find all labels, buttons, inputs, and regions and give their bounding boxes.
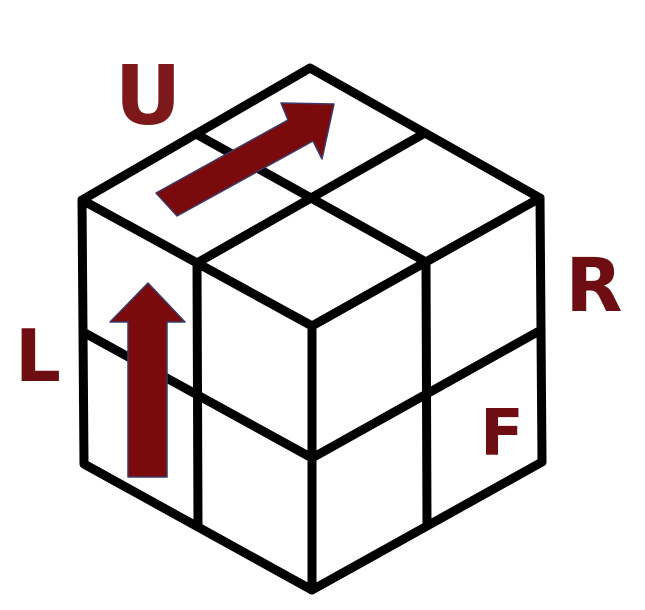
arrow-icon-up-face <box>155 102 335 217</box>
label-left: L <box>15 314 61 398</box>
label-up: U <box>115 49 182 144</box>
arrow-icon-left-face <box>109 282 186 478</box>
label-front: F <box>480 397 524 471</box>
label-right: R <box>566 243 623 329</box>
top-grid-line-b <box>192 128 430 268</box>
cube-grid-lines <box>78 128 546 532</box>
right-grid-line-horizontal <box>307 325 546 463</box>
left-grid-line-horizontal <box>78 327 317 463</box>
